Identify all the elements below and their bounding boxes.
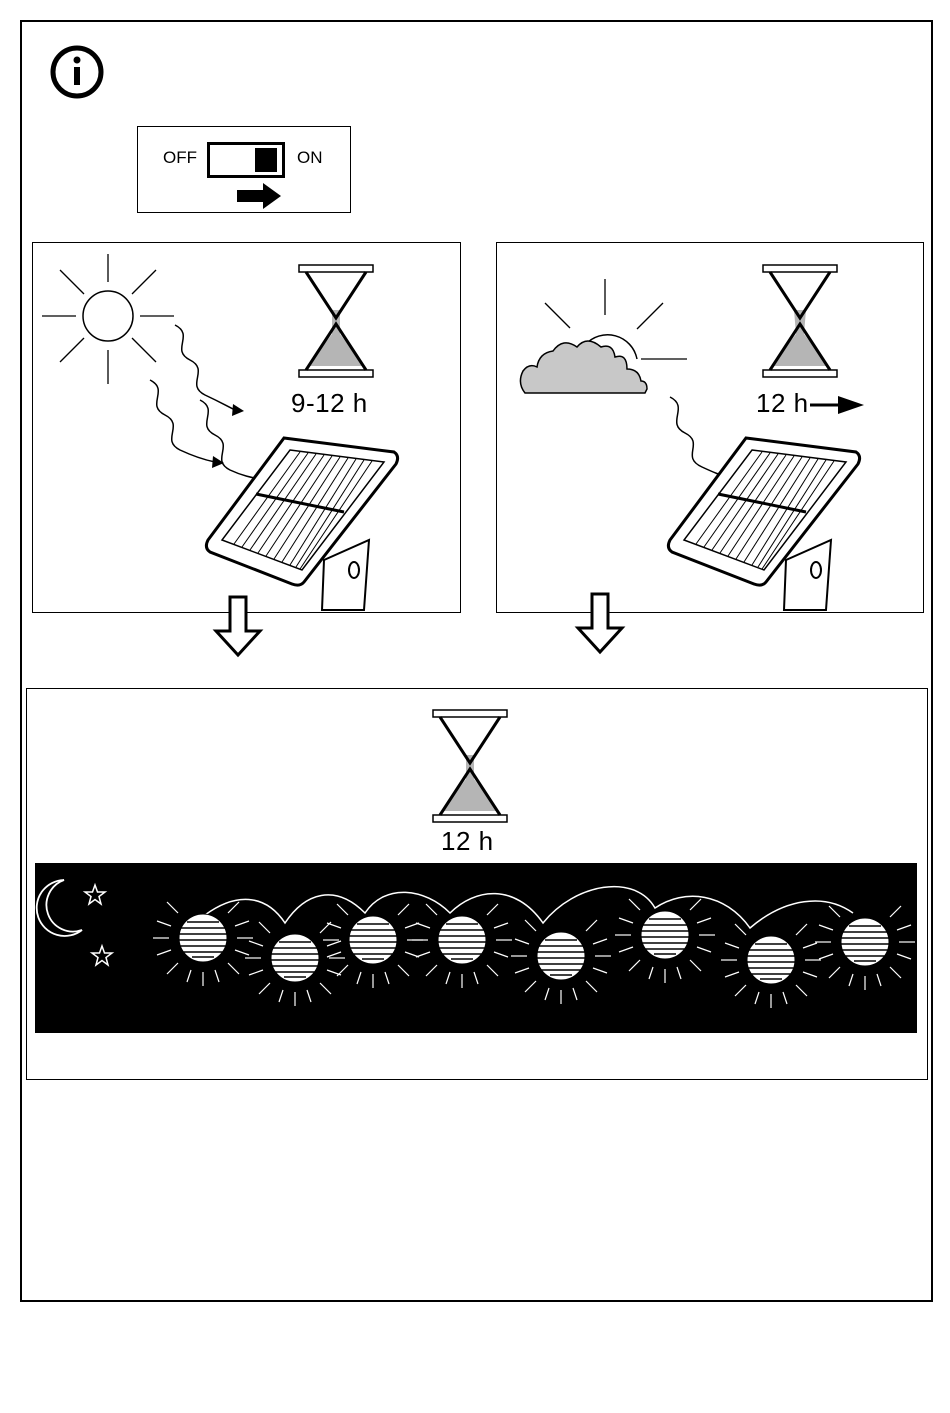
- lantern-icon: [153, 902, 253, 986]
- down-arrow-cloudy: [572, 592, 628, 656]
- solar-panel-icon: [666, 430, 866, 610]
- power-switch[interactable]: [207, 142, 287, 178]
- duration-cloudy: 12 h: [756, 388, 809, 419]
- lantern-icon: [245, 922, 345, 1006]
- lantern-icon: [511, 920, 611, 1004]
- lantern-icon: [323, 904, 423, 988]
- lantern-icon: [815, 906, 915, 990]
- duration-night: 12 h: [441, 826, 494, 857]
- lantern-icon: [721, 924, 821, 1008]
- switch-on-label: ON: [297, 148, 323, 168]
- solar-panel-icon: [204, 430, 404, 610]
- lantern-icon: [615, 899, 715, 983]
- down-arrow-sunny: [210, 595, 266, 659]
- duration-sunny: 9-12 h: [291, 388, 368, 419]
- switch-off-label: OFF: [163, 148, 197, 168]
- hourglass-icon: [432, 709, 508, 823]
- hourglass-icon: [298, 264, 374, 378]
- lantern-icon: [412, 904, 512, 988]
- arrow-right-icon: [235, 182, 283, 210]
- cloud-icon: [515, 275, 695, 400]
- arrow-right-icon: [810, 394, 866, 416]
- lantern-string: [35, 863, 917, 1033]
- hourglass-icon: [762, 264, 838, 378]
- info-icon: [49, 44, 105, 100]
